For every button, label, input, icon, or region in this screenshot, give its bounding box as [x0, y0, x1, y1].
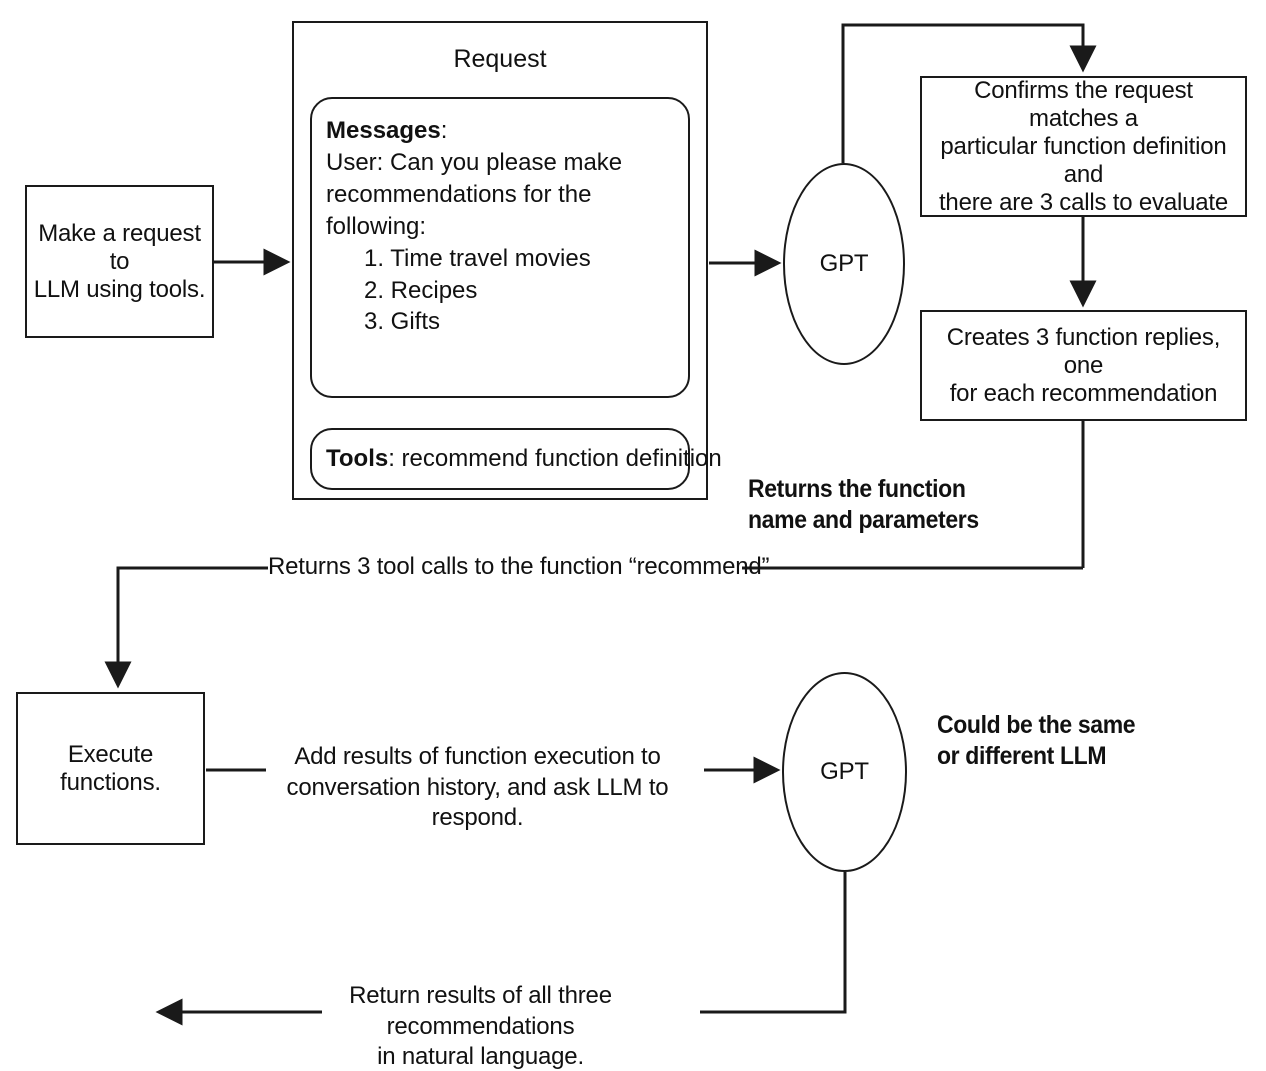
- creates-label: Creates 3 function replies, one for each…: [946, 323, 1221, 407]
- gpt-top-label: GPT: [819, 250, 869, 277]
- gpt-bottom-label: GPT: [820, 758, 869, 785]
- node-make-request[interactable]: Make a request to LLM using tools.: [25, 185, 214, 338]
- node-request-container[interactable]: Request Messages: User: Can you please m…: [292, 21, 722, 500]
- messages-colon: :: [440, 117, 448, 144]
- node-tools-box[interactable]: Tools: recommend function definition: [310, 428, 722, 490]
- annotation-could-be-same: Could be the same or different LLM: [937, 711, 1136, 771]
- edge-label-add-results: Add results of function execution to con…: [286, 743, 669, 832]
- messages-heading-row: Messages:: [326, 115, 688, 147]
- list-item: 1. Time travel movies: [364, 244, 591, 272]
- node-confirms[interactable]: Confirms the request matches a particula…: [920, 76, 1247, 217]
- messages-list: 1. Time travel movies 2. Recipes 3. Gift…: [326, 243, 688, 339]
- edge-label-returns-tool-calls: Returns 3 tool calls to the function “re…: [268, 553, 770, 580]
- node-gpt-top[interactable]: GPT: [783, 163, 905, 365]
- node-creates[interactable]: Creates 3 function replies, one for each…: [920, 310, 1247, 421]
- messages-heading: Messages: [326, 117, 441, 144]
- confirms-label: Confirms the request matches a particula…: [938, 76, 1229, 216]
- edge-label-return-results: Return results of all three recommendati…: [349, 982, 612, 1071]
- request-title: Request: [453, 45, 547, 73]
- messages-user-line-2: recommendations for the following:: [326, 180, 592, 240]
- list-item: 2. Recipes: [364, 276, 478, 304]
- tools-heading: Tools: [326, 445, 389, 472]
- tools-value: : recommend function definition: [388, 445, 722, 472]
- messages-user-line-1: User: Can you please make: [326, 148, 623, 176]
- list-item: 3. Gifts: [364, 308, 441, 336]
- edge-return-line-left: [104, 566, 268, 689]
- node-execute-functions[interactable]: Execute functions.: [16, 692, 205, 845]
- execute-functions-label: Execute functions.: [60, 740, 161, 796]
- node-gpt-bottom[interactable]: GPT: [782, 672, 907, 872]
- edge-gpt-to-final-return: [700, 872, 847, 1014]
- make-request-label: Make a request to LLM using tools.: [33, 219, 206, 303]
- tools-content: Tools: recommend function definition: [312, 445, 722, 473]
- node-messages-box[interactable]: Messages: User: Can you please make reco…: [310, 97, 690, 398]
- messages-content: Messages: User: Can you please make reco…: [312, 99, 688, 338]
- annotation-returns-function: Returns the function name and parameters: [748, 475, 979, 535]
